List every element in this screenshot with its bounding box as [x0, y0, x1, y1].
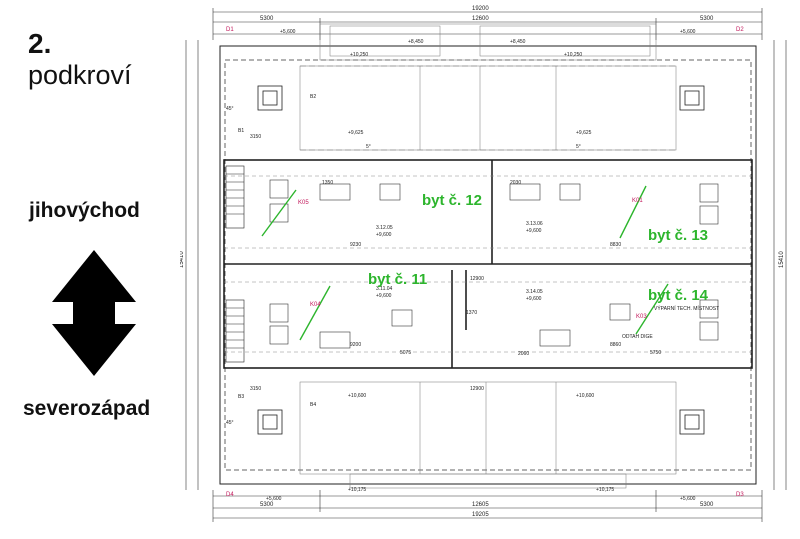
svg-text:8830: 8830 [610, 242, 621, 248]
unit-label-14: byt č. 14 [648, 287, 709, 304]
dim-side-left: 15410 [180, 251, 185, 268]
room-codes: 3.12.05 3.13.06 3.11.04 3.14.05 ODTAH DI… [376, 221, 719, 340]
svg-text:+8,450: +8,450 [510, 39, 526, 45]
svg-text:5750: 5750 [650, 350, 661, 356]
svg-text:12900: 12900 [470, 386, 484, 392]
svg-text:1350: 1350 [322, 180, 333, 186]
svg-text:+9,625: +9,625 [576, 130, 592, 136]
orientation-bottom-label: severozápad [23, 397, 151, 420]
top-dimension-lines [212, 8, 763, 40]
svg-text:+9,600: +9,600 [526, 296, 542, 302]
svg-text:9230: 9230 [350, 242, 361, 248]
svg-text:+10,250: +10,250 [350, 52, 368, 58]
side-dimension-lines [185, 40, 787, 490]
svg-text:+10,175: +10,175 [348, 487, 366, 493]
svg-text:3.12.05: 3.12.05 [376, 225, 393, 231]
floor-plan-drawing: 19200 12600 5300 5300 12605 19205 5300 5… [154, 0, 787, 522]
level-labels: +5,600 +8,450 +8,450 +10,250 +10,250 +5,… [266, 29, 696, 502]
staircases [225, 165, 245, 363]
roof-bottom-area [299, 381, 677, 489]
svg-text:+9,600: +9,600 [376, 293, 392, 299]
furniture [269, 179, 719, 349]
dim-side-right: 15410 [779, 251, 785, 268]
svg-text:3150: 3150 [250, 386, 261, 392]
svg-text:2060: 2060 [518, 351, 529, 357]
svg-text:B4: B4 [310, 402, 316, 408]
svg-text:3.11.04: 3.11.04 [376, 286, 393, 292]
skylights [257, 85, 705, 435]
svg-text:3.14.05: 3.14.05 [526, 289, 543, 295]
svg-text:45°: 45° [226, 420, 234, 426]
dim-overall-bottom: 19205 [472, 512, 489, 518]
svg-text:+9,600: +9,600 [376, 232, 392, 238]
floor-title: podkroví [28, 60, 132, 90]
svg-text:5075: 5075 [400, 350, 411, 356]
segment-dimensions: 3150 3150 9230 8830 9200 8860 5075 5750 … [250, 134, 661, 392]
svg-text:B2: B2 [310, 94, 316, 100]
unit-label-11: byt č. 11 [368, 271, 427, 288]
unit-arrows [261, 185, 669, 341]
dim-inner-top: 12600 [472, 16, 489, 22]
interior-dashed [224, 175, 752, 353]
dim-inner-bottom: 12605 [472, 502, 489, 508]
svg-text:45°: 45° [226, 106, 234, 112]
svg-text:D3: D3 [736, 492, 744, 498]
orientation-top-label: jihovýchod [29, 199, 140, 222]
svg-text:D4: D4 [226, 492, 234, 498]
svg-text:+10,600: +10,600 [348, 393, 366, 399]
svg-text:K03: K03 [636, 314, 647, 320]
svg-text:5°: 5° [366, 144, 371, 150]
building-outline [219, 45, 757, 485]
svg-text:+9,625: +9,625 [348, 130, 364, 136]
floor-number: 2. [28, 28, 52, 59]
double-arrow-icon [52, 250, 136, 376]
tags: K05 K01 K04 K03 D1 D2 D3 D4 B1 B2 B3 B4 … [226, 27, 744, 498]
svg-text:D1: D1 [226, 27, 234, 33]
svg-text:+5,600: +5,600 [680, 29, 696, 35]
svg-text:+10,250: +10,250 [564, 52, 582, 58]
dim-left-top: 5300 [260, 16, 274, 22]
unit-label-12: byt č. 12 [422, 192, 482, 209]
left-panel: 2. podkroví jihovýchod severozápad [0, 0, 185, 534]
svg-text:+10,175: +10,175 [596, 487, 614, 493]
unit-label-13: byt č. 13 [648, 227, 708, 244]
svg-text:+5,600: +5,600 [680, 496, 696, 502]
svg-text:9200: 9200 [350, 342, 361, 348]
svg-text:+10,600: +10,600 [576, 393, 594, 399]
svg-text:+5,600: +5,600 [280, 29, 296, 35]
svg-text:1370: 1370 [466, 310, 477, 316]
svg-text:B3: B3 [238, 394, 244, 400]
bottom-dimension-lines [212, 490, 763, 522]
svg-text:3.13.06: 3.13.06 [526, 221, 543, 227]
svg-text:VÝPARNÍ TECH. MÍSTNOST: VÝPARNÍ TECH. MÍSTNOST [654, 305, 719, 312]
svg-text:3150: 3150 [250, 134, 261, 140]
dim-overall-top: 19200 [472, 6, 489, 12]
svg-text:2030: 2030 [510, 180, 521, 186]
svg-text:8860: 8860 [610, 342, 621, 348]
svg-text:+9,600: +9,600 [526, 228, 542, 234]
dim-right-bottom: 5300 [700, 502, 714, 508]
svg-text:+5,600: +5,600 [266, 496, 282, 502]
svg-text:12900: 12900 [470, 276, 484, 282]
svg-text:K01: K01 [632, 198, 643, 204]
svg-text:K04: K04 [310, 302, 321, 308]
svg-text:B1: B1 [238, 128, 244, 134]
svg-text:K05: K05 [298, 200, 309, 206]
svg-text:5°: 5° [576, 144, 581, 150]
dim-right-top: 5300 [700, 16, 714, 22]
roof-top-area [299, 23, 677, 151]
svg-text:ODTAH DIGE: ODTAH DIGE [622, 334, 653, 340]
floor-plan: 19200 12600 5300 5300 12605 19205 5300 5… [154, 0, 800, 534]
dim-left-bottom: 5300 [260, 502, 274, 508]
svg-text:+8,450: +8,450 [408, 39, 424, 45]
svg-text:D2: D2 [736, 27, 744, 33]
